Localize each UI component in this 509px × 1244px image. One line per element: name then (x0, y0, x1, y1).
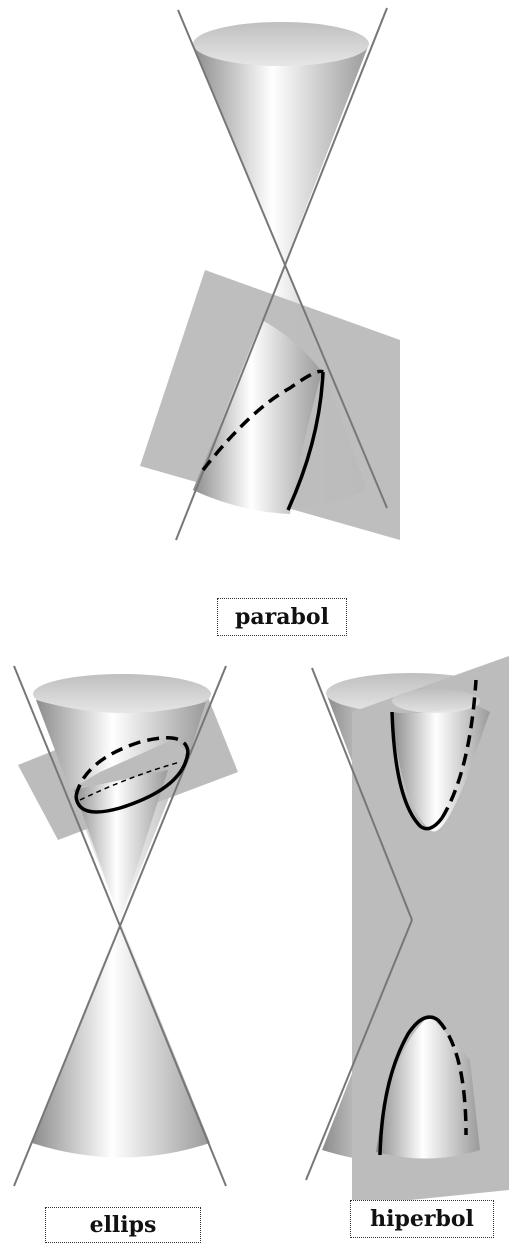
hyperbola-lower-branch-visible (378, 1015, 440, 1156)
ellipse-cone-inner (74, 770, 168, 920)
ellipse-label: ellips (45, 1207, 201, 1243)
ellipse-cone-top-front (36, 700, 206, 790)
parabola-curve-visible (286, 371, 325, 511)
hyperbola-upper-branch-hidden (440, 679, 478, 819)
ellipse-generator-right (13, 665, 227, 1187)
ellipse-figure (13, 665, 238, 1187)
parabola-generator-right (175, 7, 388, 541)
parabola-label: parabol (217, 598, 347, 636)
hyperbola-lower-cone-front (376, 1015, 480, 1159)
hyperbola-lower-branch-hidden (436, 1018, 468, 1136)
hyperbola-upper-cap-front (392, 689, 480, 713)
parabola-upper-cap (193, 22, 369, 66)
ellipse-curve-back (74, 736, 190, 797)
hyperbola-label: hiperbol (350, 1200, 494, 1238)
parabola-generator-left (177, 9, 388, 509)
ellipse-curve-inner-hidden (79, 761, 181, 801)
parabola-figure (140, 7, 400, 541)
parabola-cone-front (193, 320, 322, 514)
hyperbola-generator-right (305, 919, 413, 1181)
ellipse-curve-front (74, 751, 190, 814)
parabola-upper-cone (193, 44, 369, 262)
hyperbola-upper-cone-front (392, 706, 490, 832)
ellipse-upper-cap (33, 674, 211, 714)
hyperbola-generator-left (311, 667, 413, 921)
hyperbola-upper-branch-visible (390, 711, 444, 831)
hyperbola-figure (305, 656, 509, 1206)
ellipse-lower-cone (32, 920, 210, 1158)
